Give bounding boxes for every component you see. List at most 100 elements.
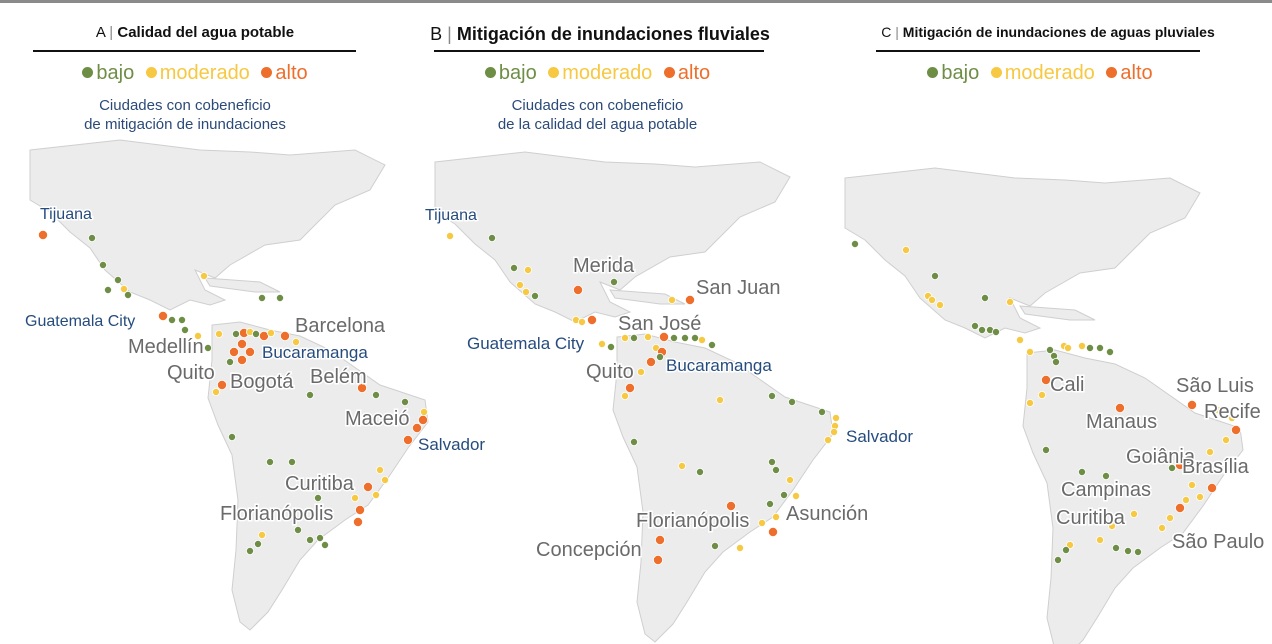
marker-moderado <box>1026 398 1035 407</box>
city-label: Tijuana <box>40 206 92 223</box>
panel-c: C | Mitigación de inundaciones de aguas … <box>820 0 1272 644</box>
legend-bajo-label: bajo <box>96 62 135 84</box>
marker-bajo <box>1096 343 1105 352</box>
marker-alto <box>157 310 168 321</box>
panel-c-legend: bajo moderado alto <box>820 62 1260 85</box>
marker-bajo <box>768 391 777 400</box>
city-label: Cali <box>1050 374 1084 396</box>
marker-moderado <box>516 280 525 289</box>
marker-alto <box>356 382 367 393</box>
panel-a-separator: | <box>109 24 114 41</box>
marker-bajo <box>1046 345 1055 354</box>
marker-alto <box>279 330 290 341</box>
marker-bajo <box>818 407 827 416</box>
marker-bajo <box>180 325 189 334</box>
marker-bajo <box>124 290 133 299</box>
marker-bajo <box>708 340 717 349</box>
city-label: Concepción <box>536 539 642 561</box>
marker-bajo <box>788 397 797 406</box>
marker-bajo <box>981 293 990 302</box>
marker-bajo <box>1134 548 1143 557</box>
marker-bajo <box>670 333 679 342</box>
land-shapes <box>29 139 1244 644</box>
marker-moderado <box>214 329 223 338</box>
city-label: Barcelona <box>295 315 386 337</box>
marker-bajo <box>971 321 980 330</box>
marker-bajo <box>681 333 690 342</box>
marker-moderado <box>698 335 707 344</box>
marker-alto <box>1115 402 1126 413</box>
marker-bajo <box>1078 467 1087 476</box>
moderado-dot-icon <box>145 67 157 79</box>
marker-bajo <box>305 536 314 545</box>
land-shape <box>1022 349 1244 644</box>
marker-alto <box>1175 459 1186 470</box>
marker-moderado <box>1222 435 1231 444</box>
legend-alto-label: alto <box>1120 62 1153 84</box>
land-shape <box>434 151 791 323</box>
city-label: Campinas <box>1061 479 1151 501</box>
marker-alto <box>587 314 598 325</box>
panel-a-legend: bajo moderado alto <box>0 62 390 85</box>
marker-moderado <box>375 465 384 474</box>
marker-alto <box>1041 374 1052 385</box>
bajo-dot-icon <box>484 67 496 79</box>
marker-bajo <box>257 293 266 302</box>
marker-alto <box>726 500 737 511</box>
marker-bajo <box>1124 547 1133 556</box>
marker-moderado <box>419 407 428 416</box>
city-label: Salvador <box>846 427 913 446</box>
marker-moderado <box>1214 405 1223 414</box>
land-shape <box>609 289 686 305</box>
marker-bajo <box>1054 556 1063 565</box>
marker-bajo <box>265 457 274 466</box>
marker-moderado <box>741 516 750 525</box>
marker-bajo <box>630 333 639 342</box>
marker-bajo <box>225 357 234 366</box>
marker-bajo <box>610 277 619 286</box>
city-label: San José <box>618 313 701 335</box>
panel-a-title-underline <box>33 50 356 52</box>
marker-bajo <box>313 493 322 502</box>
panel-b-separator: | <box>447 24 452 44</box>
panel-c-letter: C <box>881 24 892 40</box>
marker-alto <box>646 356 657 367</box>
panel-a-title: A | Calidad del agua potable <box>0 24 390 41</box>
marker-alto <box>1187 399 1198 410</box>
marker-alto <box>1231 424 1242 435</box>
panel-b: B | Mitigación de inundaciones fluviales… <box>400 0 820 644</box>
marker-alto <box>228 346 239 357</box>
city-label: Florianópolis <box>220 503 333 525</box>
marker-moderado <box>1196 492 1205 501</box>
marker-alto <box>38 229 49 240</box>
alto-dot-icon <box>1106 67 1118 79</box>
marker-moderado <box>522 287 531 296</box>
bajo-dot-icon <box>82 67 94 79</box>
marker-bajo <box>203 343 212 352</box>
bajo-dot-icon <box>927 67 939 79</box>
legend-moderado: moderado <box>145 62 250 85</box>
marker-alto <box>236 354 247 365</box>
marker-moderado <box>644 332 653 341</box>
city-label: Bucaramanga <box>666 356 772 375</box>
marker-bajo <box>99 260 108 269</box>
city-label: Tijuana <box>425 207 477 224</box>
marker-moderado <box>936 300 945 309</box>
marker-bajo <box>253 540 262 549</box>
marker-alto <box>354 504 365 515</box>
marker-alto <box>625 382 636 393</box>
marker-bajo <box>1086 343 1095 352</box>
marker-moderado <box>792 491 801 500</box>
panel-c-title-underline <box>876 50 1200 52</box>
city-label: Quito <box>586 361 634 383</box>
marker-moderado <box>786 475 795 484</box>
marker-alto <box>216 379 227 390</box>
marker-moderado <box>902 245 911 254</box>
marker-bajo <box>630 437 639 446</box>
panel-a-note-line-2: de mitigación de inundaciones <box>84 116 286 133</box>
marker-bajo <box>114 275 123 284</box>
city-markers <box>38 229 1242 566</box>
marker-moderado <box>193 331 202 340</box>
marker-moderado <box>380 475 389 484</box>
city-label: Curitiba <box>1056 507 1126 529</box>
